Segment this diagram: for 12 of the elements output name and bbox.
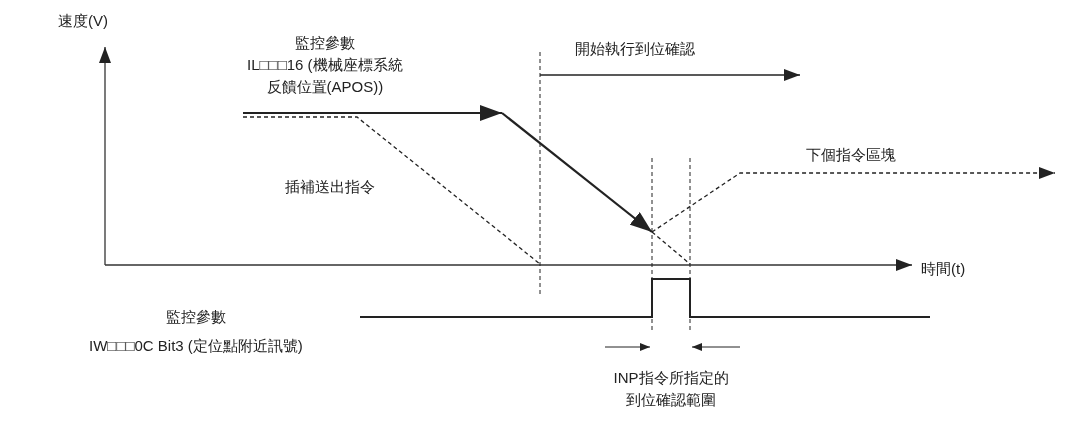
annotation-label: 開始執行到位確認 xyxy=(575,40,695,58)
curve-label: 插補送出指令 xyxy=(285,178,375,196)
curve-label: 反饋位置(APOS)) xyxy=(266,78,384,96)
curve-label: 下個指令區塊 xyxy=(806,146,896,164)
curve-label: 監控參數 xyxy=(295,34,355,52)
axis-label: 時間(t) xyxy=(921,260,966,278)
axis-label: 速度(V) xyxy=(58,12,108,30)
signal-label: IW□□□0C Bit3 (定位點附近訊號) xyxy=(89,337,303,355)
curve-label: IL□□□16 (機械座標系統 xyxy=(247,56,403,74)
signal-label: 監控參數 xyxy=(166,308,226,326)
dimension-label: INP指令所指定的 xyxy=(613,369,729,387)
dimension-label: 到位確認範圍 xyxy=(626,391,716,409)
